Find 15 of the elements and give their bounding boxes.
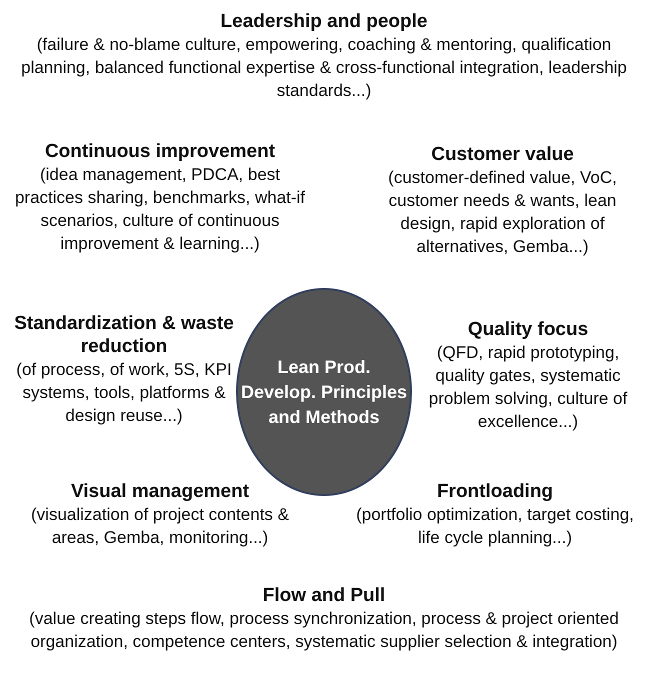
description-text: (of process, of work, 5S, KPI systems, tools, platforms & design reuse...) <box>15 359 233 427</box>
description-text: (visualization of project contents & areas, Gemba, monitoring...) <box>30 504 290 549</box>
section-heading: Frontloading <box>436 480 554 503</box>
description-text: (portfolio optimization, target costing, life cycle planning...) <box>355 504 635 549</box>
section-heading: Standardization & waste reduction <box>14 312 234 358</box>
section-heading: Customer value <box>430 143 575 166</box>
description-text: (idea management, PDCA, best practices sharing, benchmarks, what-if scenarios, culture of continuous improvement & learning...) <box>14 164 306 255</box>
section-heading: Continuous improvement <box>44 140 276 163</box>
section-heading: Quality focus <box>466 318 590 341</box>
description-text: (value creating steps flow, process synchronization, process & project oriented organization, competence centers, systematic supplier selection & integration) <box>28 608 620 653</box>
description-text: (failure & no-blame culture, empowering, coaching & mentoring, qualification planning, balanced functional expertise & cross-functional integration, leadership standards...) <box>20 34 628 102</box>
description-text: (QFD, rapid prototyping, quality gates, systematic problem solving, culture of excellence...) <box>428 342 628 433</box>
section-heading: Leadership and people <box>220 10 428 33</box>
section-heading: Flow and Pull <box>262 584 386 607</box>
description-text: (customer-defined value, VoC, customer needs & wants, lean design, rapid exploration of alternatives, Gemba...) <box>387 167 618 258</box>
